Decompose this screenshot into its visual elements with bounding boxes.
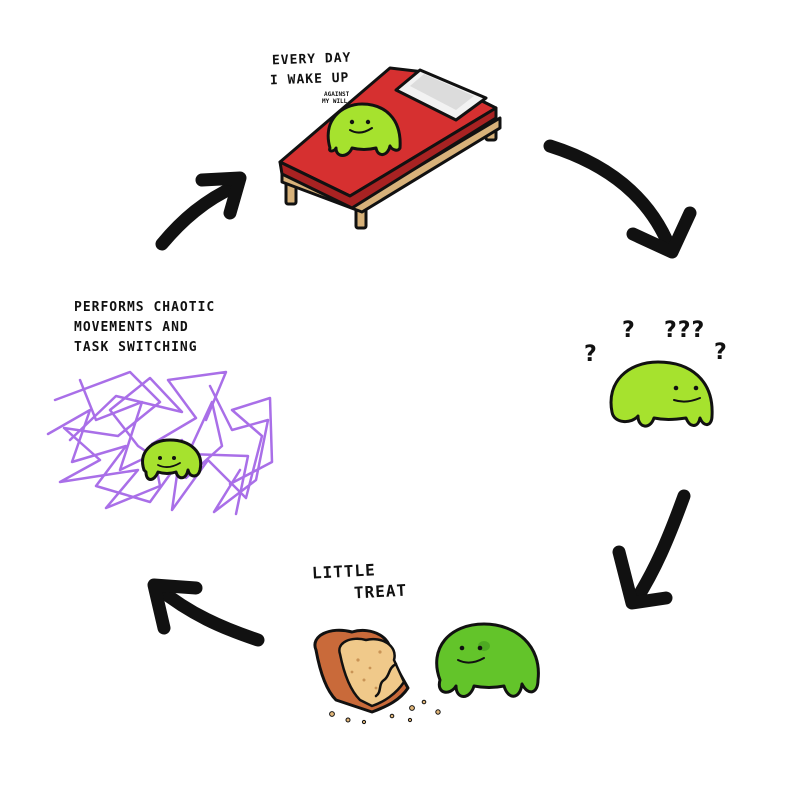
question-mark-4: ?	[714, 340, 727, 365]
arrow-chaos-to-wake	[155, 171, 247, 251]
chaos-caption-line1: PERFORMS CHAOTIC	[74, 300, 216, 315]
blob-in-bed	[326, 102, 402, 157]
chaos-caption-line2: MOVEMENTS AND	[74, 320, 189, 335]
wake-note-line2: MY WILL	[322, 98, 348, 105]
bed-illustration	[278, 66, 502, 230]
wake-caption-line2: I WAKE UP	[269, 70, 350, 89]
arrow-confused-to-treat	[612, 489, 691, 610]
question-mark-2: ?	[622, 318, 635, 343]
chaos-blob	[141, 438, 203, 481]
confused-blob	[609, 360, 714, 428]
treat-caption-line2: TREAT	[353, 580, 408, 603]
wake-note-line1: AGAINST	[324, 91, 350, 98]
arrow-treat-to-chaos	[147, 578, 265, 647]
treat-caption-line1: LITTLE	[311, 560, 377, 583]
question-mark-1: ?	[584, 342, 597, 367]
question-mark-3: ???	[664, 318, 706, 343]
wake-caption-line1: EVERY DAY	[271, 50, 352, 69]
treat-blob	[435, 622, 540, 698]
chaos-caption-line3: TASK SWITCHING	[74, 340, 198, 355]
arrow-wake-to-confused	[543, 139, 697, 259]
bread-slice-illustration	[313, 628, 441, 725]
